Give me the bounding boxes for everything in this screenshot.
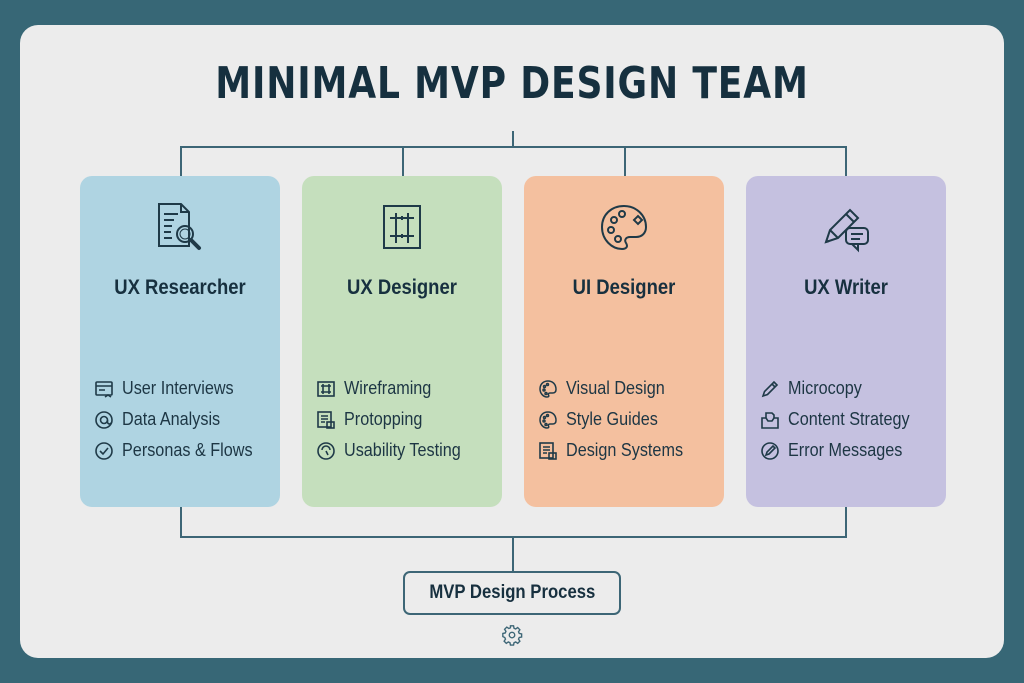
process-label: MVP Design Process (428, 582, 596, 603)
connector-top-4 (845, 146, 847, 177)
task-list: Visual Design Style Guides Design System… (538, 373, 696, 466)
role-card-ux-designer: UX Designer Wireframing Protopping Usabi… (302, 176, 502, 507)
browser-window-icon (95, 380, 113, 398)
palette-icon (539, 379, 557, 398)
wireframe-icon (317, 380, 335, 397)
task-item: Personas & Flows (94, 435, 267, 466)
role-card-ux-researcher: UX Researcher User Interviews Data Analy… (80, 176, 280, 507)
connector-bottom-1 (180, 507, 182, 538)
role-title: UX Researcher (114, 276, 246, 299)
task-item: Microcopy (760, 373, 923, 404)
task-list: Microcopy Content Strategy Error Message… (760, 373, 923, 466)
task-list: User Interviews Data Analysis Personas &… (94, 373, 267, 466)
wireframe-grid-icon (302, 198, 502, 258)
pencil-chat-icon (746, 198, 946, 258)
palette-icon (539, 410, 557, 429)
task-item: Content Strategy (760, 404, 923, 435)
document-search-icon (80, 198, 280, 258)
connector-top-bar (180, 146, 846, 148)
task-item: Visual Design (538, 373, 696, 404)
gauge-icon (317, 441, 335, 460)
prototype-doc-icon (317, 410, 335, 429)
pencil-circle-icon (761, 441, 779, 460)
task-item: Usability Testing (316, 435, 474, 466)
connector-top-1 (180, 146, 182, 177)
document-list-icon (539, 441, 557, 460)
at-sign-icon (95, 410, 113, 429)
task-item: Wireframing (316, 373, 474, 404)
connector-top-2 (402, 146, 404, 177)
inbox-icon (761, 411, 779, 429)
task-item: Style Guides (538, 404, 696, 435)
role-title: UI Designer (572, 276, 676, 299)
task-list: Wireframing Protopping Usability Testing (316, 373, 474, 466)
connector-bottom-4 (845, 507, 847, 538)
connector-bottom-stem (512, 536, 514, 572)
task-item: Protopping (316, 404, 474, 435)
connector-top-3 (624, 146, 626, 177)
diagram-title: MINIMAL MVP DESIGN TEAM (215, 58, 809, 109)
task-item: Design Systems (538, 435, 696, 466)
role-card-ux-writer: UX Writer Microcopy Content Strategy Err… (746, 176, 946, 507)
mvp-design-process-box: MVP Design Process (403, 571, 621, 615)
gear-icon (501, 624, 523, 646)
task-item: Data Analysis (94, 404, 267, 435)
role-title: UX Writer (804, 276, 888, 299)
task-item: User Interviews (94, 373, 267, 404)
pencil-icon (761, 380, 779, 397)
task-item: Error Messages (760, 435, 923, 466)
role-card-ui-designer: UI Designer Visual Design Style Guides D… (524, 176, 724, 507)
check-circle-icon (95, 441, 113, 460)
connector-top-stem (512, 131, 514, 147)
role-title: UX Designer (347, 276, 457, 299)
palette-icon (524, 198, 724, 258)
